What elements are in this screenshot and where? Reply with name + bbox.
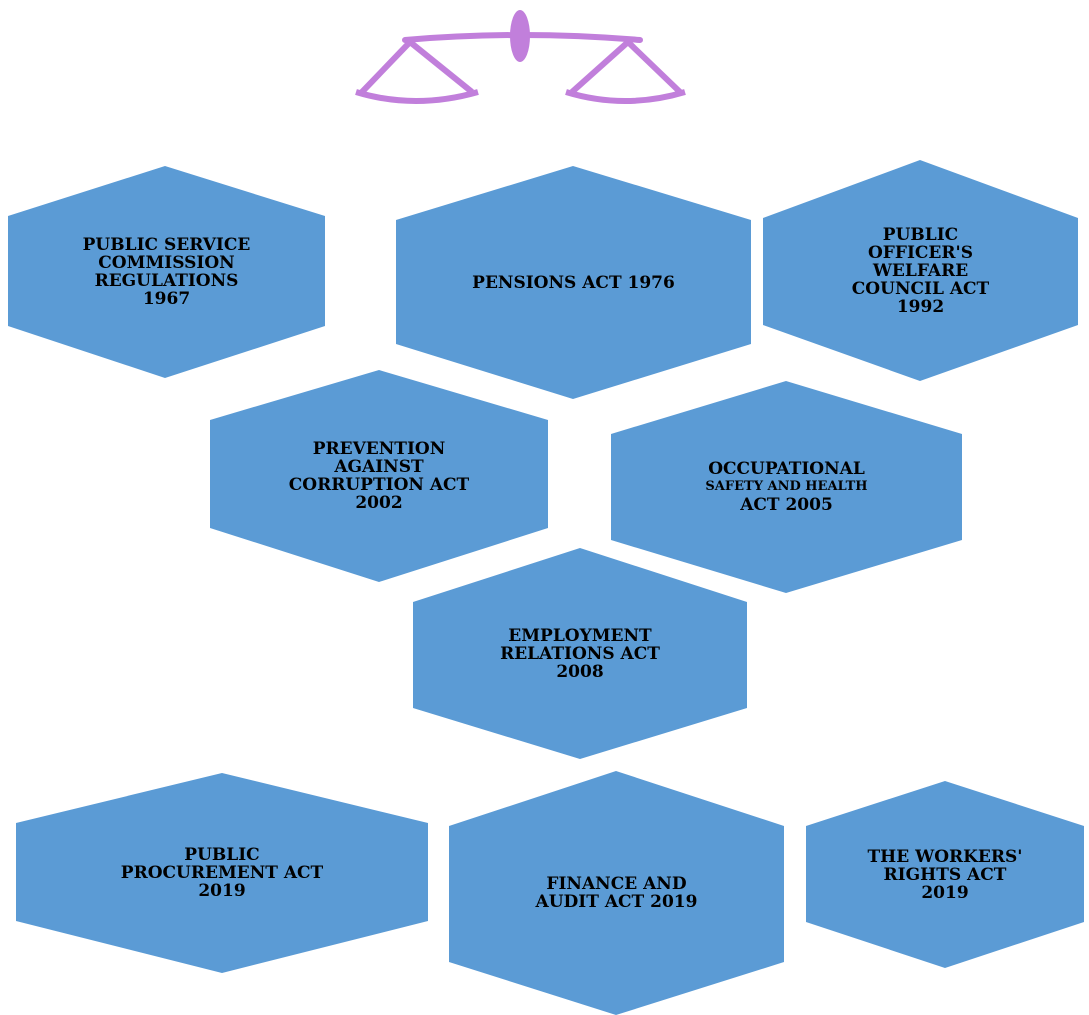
scale-pivot — [510, 10, 530, 62]
act-title-line: FINANCE AND — [546, 874, 687, 894]
act-title-line: PUBLIC — [882, 224, 959, 245]
act-title: PENSIONS ACT 1976 — [472, 274, 675, 292]
act-title-line: CORRUPTION ACT — [288, 475, 470, 495]
act-title-line: COMMISSION — [98, 253, 235, 273]
scale-right-arm-2 — [625, 39, 683, 95]
act-title-line: 2019 — [198, 881, 246, 901]
scale-right-pan — [565, 89, 686, 104]
balance-scale-icon — [355, 10, 686, 104]
act-title-line: OFFICER'S — [868, 242, 973, 263]
act-title-line: WELFARE — [872, 260, 969, 281]
act-title-line: PUBLIC SERVICE — [82, 235, 251, 255]
act-title-line: SAFETY AND HEALTH — [705, 479, 868, 494]
act-title-line: COUNCIL ACT — [851, 278, 990, 299]
act-title-line: 2002 — [355, 493, 403, 513]
hexagon-occupational-safety-and-health-act — [611, 381, 962, 593]
act-title-line: PUBLIC — [184, 845, 260, 865]
act-title-line: RELATIONS ACT — [500, 643, 660, 664]
hexagon-public-officers-welfare-council-act — [763, 160, 1078, 381]
hexagon-finance-and-audit-act — [449, 771, 784, 1015]
scale-left-arm-2 — [408, 39, 474, 95]
act-title-line: ACT 2005 — [740, 495, 833, 515]
scale-right-arm-1 — [570, 39, 630, 95]
scale-left-pan — [355, 89, 479, 104]
act-title-line: 2008 — [556, 661, 604, 682]
act-title-line: 1992 — [896, 296, 945, 317]
act-title-line: AGAINST — [334, 457, 424, 477]
act-title-line: REGULATIONS — [94, 271, 239, 291]
act-title-line: PROCUREMENT ACT — [120, 863, 324, 883]
hexagon-workers-rights-act — [806, 781, 1084, 968]
hexagon-pensions-act — [396, 166, 751, 399]
hexagon-employment-relations-act — [413, 548, 747, 759]
act-title-line: RIGHTS ACT — [883, 864, 1007, 885]
act-title-line: PENSIONS ACT 1976 — [472, 272, 675, 293]
act-title-line: EMPLOYMENT — [508, 625, 652, 646]
hexagon-prevention-against-corruption-act — [210, 370, 548, 582]
act-title-line: PREVENTION — [312, 439, 446, 459]
hexagon-public-procurement-act — [16, 773, 428, 973]
act-title-line: OCCUPATIONAL — [708, 459, 865, 479]
act-title-line: 2019 — [921, 882, 969, 903]
scale-left-arm-1 — [359, 39, 413, 95]
hexagon-public-service-commission-regulations — [8, 166, 325, 378]
act-title-line: 1967 — [142, 289, 191, 309]
act-title-line: AUDIT ACT 2019 — [535, 892, 698, 912]
act-title-line: THE WORKERS' — [867, 846, 1023, 867]
label-pensions-act: PENSIONS ACT 1976 — [396, 166, 751, 399]
